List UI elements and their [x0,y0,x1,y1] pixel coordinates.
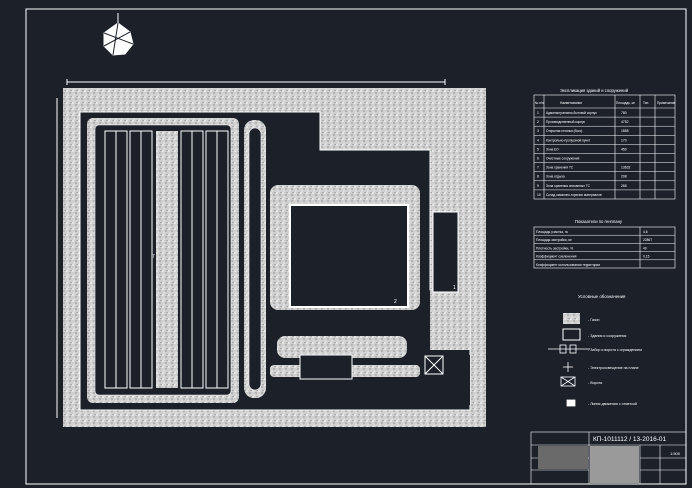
explication-row-area: 13632 [621,166,631,170]
explication-row-name: Зона хранения списанных ТС [546,184,591,188]
explication-row-num: 3 [537,129,539,133]
indicator-value: 22867 [643,238,652,242]
indicator-label: Площадь застройки, м² [536,238,573,242]
explication-row-area: 1858 [621,129,629,133]
legend-item-label: - Электроосвещение на плане [588,366,639,370]
explication-row-name: Контрольно-пропускной пункт [546,138,591,142]
indicator-label: Коэффициент использования территории [536,263,600,267]
drawing-code: КП-1011112 / 13-2016-01 [593,436,667,443]
explication-row-area: 780 [621,111,627,115]
wind-rose-icon [103,13,134,56]
explication-row-area: 208 [621,175,627,179]
storage-zone [104,130,229,389]
production-building [289,204,409,308]
indicator-label: Коэффициент озеленения [536,255,577,259]
explication-row-name: Зона хранения ТС [546,166,574,170]
drawing-scale: 1:500 [670,451,681,456]
explication-row-name: Склад смазочно-горючих материалов [546,193,602,197]
explication-row-num: 8 [537,175,539,179]
explication-row-num: 5 [537,147,539,151]
maintenance-zone [432,211,459,293]
explication-header: Наименование [560,101,582,105]
explication-header: № п/п [535,101,544,105]
legend-item-label: - Ворота [588,381,602,385]
indicator-value: 49 [643,246,647,250]
sheet-frame [25,8,687,485]
legend-item-label: - Здания и сооружения [588,334,626,338]
explication-title: Экспликация зданий и сооружений [560,88,629,93]
explication-row-num: 4 [537,138,539,142]
explication-header: Площадь, м² [616,101,635,105]
explication-header: Тип [643,101,649,105]
maintenance-zone-label: 1 [453,285,456,291]
checkpoint-icon [424,355,444,375]
storage-zone-label: 7 [152,254,155,260]
explication-row-area: 4752 [621,120,629,124]
explication-row-num: 7 [537,166,539,170]
explication-row-name: Очистные сооружения [546,157,580,161]
explication-row-name: Открытая стоянка (бокс) [546,129,582,133]
indicator-label: Плотность застройки, % [536,246,573,250]
explication-row-num: 2 [537,120,539,124]
indicator-label: Площадь участка, га [536,230,568,234]
explication-row-num: 10 [537,193,541,197]
explication-row-area: 170 [621,138,627,142]
legend-item-label: - Газон [588,318,600,322]
legend-item-label: - Линия движения с отметкой [588,402,637,406]
indicator-value: 4,6 [643,230,648,234]
explication-header: Примечание [657,101,676,105]
indicators-title: Показатели по генплану [575,219,623,224]
explication-row-name: Зона ЕО [546,147,559,151]
explication-table [533,94,676,200]
explication-row-num: 1 [537,111,539,115]
explication-row-area: 450 [621,147,627,151]
indicator-value: 0,15 [643,255,650,259]
explication-row-num: 9 [537,184,539,188]
explication-row-name: Административно-бытовой корпус [546,111,597,115]
production-building-label: 2 [394,299,397,305]
legend-item-label: - Забор и ворота с ограждением [588,348,642,352]
explication-row-area: 268 [621,184,627,188]
indicators-table [533,226,676,269]
explication-row-name: Зона отдыха [546,175,565,179]
legend-title: Условные обозначения [578,294,626,299]
explication-row-num: 6 [537,157,539,161]
legend [548,313,590,407]
site-fence [56,79,446,418]
explication-row-name: Производственный корпус [546,120,586,124]
